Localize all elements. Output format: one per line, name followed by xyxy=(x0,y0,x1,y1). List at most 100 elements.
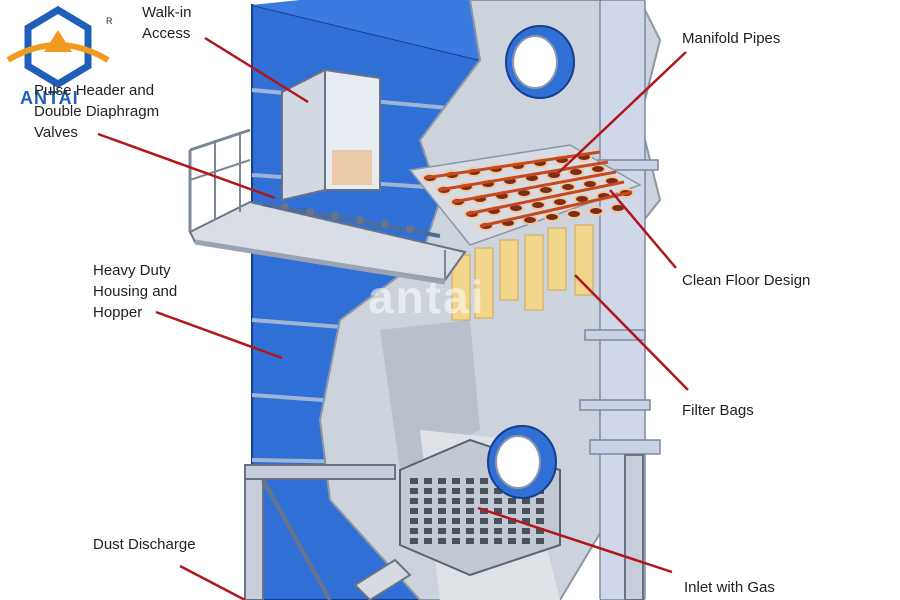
inlet-grid-cell xyxy=(410,488,418,494)
inlet-grid-cell xyxy=(452,538,460,544)
bag-opening xyxy=(544,212,560,222)
antai-logo xyxy=(6,5,110,89)
inlet-grid-cell xyxy=(424,528,432,534)
catwalk xyxy=(188,128,467,285)
bag-opening xyxy=(590,164,606,174)
manifold-pipe xyxy=(466,180,625,216)
inlet-grid-cell xyxy=(480,498,488,504)
inlet-grid-cell xyxy=(522,528,530,534)
inlet-grid-cell xyxy=(494,528,502,534)
bag-opening xyxy=(588,206,604,216)
top-port xyxy=(505,25,575,99)
inlet-grid-cell xyxy=(466,518,474,524)
leader-clean-floor xyxy=(609,189,677,269)
inlet-grid-cell xyxy=(424,488,432,494)
inlet-grid-cell xyxy=(508,518,516,524)
inlet-grid-cell xyxy=(466,488,474,494)
filter-bag xyxy=(547,227,567,291)
leader-housing xyxy=(155,310,283,360)
inlet-grid-cell xyxy=(522,518,530,524)
label-heavy-duty-housing: Heavy Duty Housing and Hopper xyxy=(93,262,178,321)
filter-bags xyxy=(451,224,594,321)
inlet-grid-cell xyxy=(424,478,432,484)
inlet-grid-cell xyxy=(466,508,474,514)
inlet-grid-cell xyxy=(424,508,432,514)
inlet-grid-cell xyxy=(466,478,474,484)
inlet-grid-cell xyxy=(410,498,418,504)
inlet-grid-cell xyxy=(466,498,474,504)
tube-sheet xyxy=(408,144,642,246)
manifold-pipe xyxy=(424,150,601,180)
leader-walk-in xyxy=(204,36,309,104)
inlet-grid-cell xyxy=(508,508,516,514)
support-legs xyxy=(244,454,644,600)
filter-bag xyxy=(574,224,594,296)
inlet-grid-cell xyxy=(480,488,488,494)
inlet-grid-cell xyxy=(522,538,530,544)
label-walk-in-access: Walk-in Access xyxy=(142,4,192,42)
leader-pulse-header xyxy=(97,132,276,200)
inlet-grid-cell xyxy=(452,478,460,484)
inlet-grid-cell xyxy=(452,528,460,534)
inlet-grid-cell xyxy=(410,528,418,534)
walk-in-door xyxy=(281,68,381,202)
label-inlet-with-gas: Inlet with Gas xyxy=(684,579,775,596)
logo-text: ANTAI xyxy=(20,88,79,108)
inlet-grid-cell xyxy=(522,498,530,504)
inlet-grid-cell xyxy=(438,508,446,514)
inlet-grid-cell xyxy=(438,518,446,524)
label-manifold-pipes: Manifold Pipes xyxy=(682,30,781,47)
label-filter-bags: Filter Bags xyxy=(682,402,754,419)
watermark: antai xyxy=(368,271,486,323)
inlet-grid-cell xyxy=(438,488,446,494)
inlet-grid-cell xyxy=(466,528,474,534)
bag-opening xyxy=(560,182,576,192)
inlet-grid-cell xyxy=(410,478,418,484)
inlet-grid-cell xyxy=(410,508,418,514)
inlet-grid-cell xyxy=(536,508,544,514)
manifold-pipe xyxy=(480,190,633,228)
inlet-grid-cell xyxy=(536,498,544,504)
leader-filter-bags xyxy=(574,274,689,391)
inlet-grid-cell xyxy=(438,498,446,504)
inlet-grid-cell xyxy=(494,538,502,544)
inlet-grid-cell xyxy=(494,508,502,514)
leader-manifold xyxy=(555,51,687,176)
inlet-grid-cell xyxy=(424,538,432,544)
inlet-grid-cell xyxy=(494,518,502,524)
inlet-grid-cell xyxy=(508,538,516,544)
manifold-pipe xyxy=(452,170,617,204)
inlet-grid-cell xyxy=(438,478,446,484)
inlet-grid-cell xyxy=(494,488,502,494)
label-dust-discharge: Dust Discharge xyxy=(93,536,196,553)
inlet-grid xyxy=(399,425,561,577)
inlet-grid-cell xyxy=(536,518,544,524)
inlet-grid-cell xyxy=(466,538,474,544)
label-pulse-header: Pulse Header and Double Diaphragm Valves xyxy=(34,82,160,141)
inlet-grid-cell xyxy=(480,478,488,484)
inlet-grid-cell xyxy=(536,538,544,544)
inlet-grid-cell xyxy=(438,538,446,544)
bag-opening xyxy=(552,197,568,207)
filter-bag xyxy=(524,234,544,311)
inlet-grid-cell xyxy=(438,528,446,534)
inlet-grid-cell xyxy=(480,538,488,544)
inlet-grid-cell xyxy=(424,518,432,524)
inlet-grid-cell xyxy=(424,498,432,504)
inlet-grid-cell xyxy=(536,528,544,534)
inlet-grid-cell xyxy=(452,518,460,524)
inlet-grid-cell xyxy=(508,528,516,534)
filter-bag xyxy=(499,239,519,301)
bag-opening xyxy=(530,200,546,210)
leader-dust-discharge xyxy=(179,564,246,600)
inlet-grid-cell xyxy=(410,518,418,524)
label-clean-floor-design: Clean Floor Design xyxy=(682,272,811,289)
bag-opening xyxy=(566,209,582,219)
inlet-grid-cell xyxy=(452,508,460,514)
inlet-grid-cell xyxy=(494,498,502,504)
filter-bag xyxy=(474,247,494,319)
inlet-grid-cell xyxy=(452,488,460,494)
inlet-grid-cell xyxy=(508,498,516,504)
leader-lines xyxy=(97,36,689,600)
